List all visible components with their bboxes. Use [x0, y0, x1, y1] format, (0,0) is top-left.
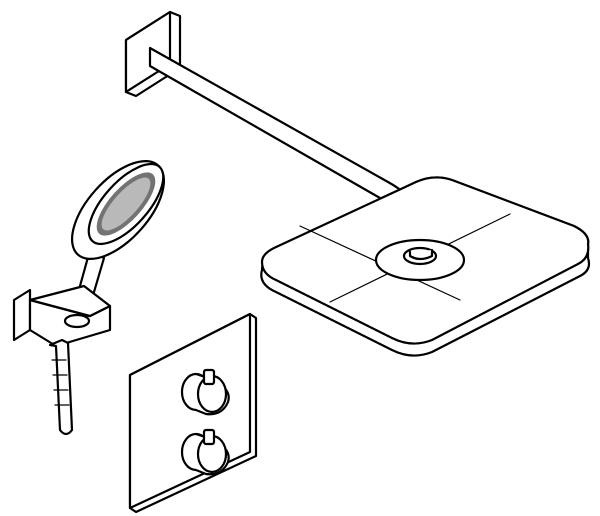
temperature-knob[interactable] — [180, 368, 230, 416]
hand-shower-holder — [12, 284, 112, 348]
hose — [48, 338, 74, 436]
thermostat-plate — [128, 312, 258, 514]
flow-knob[interactable] — [180, 428, 230, 476]
rain-shower-head — [260, 176, 591, 357]
